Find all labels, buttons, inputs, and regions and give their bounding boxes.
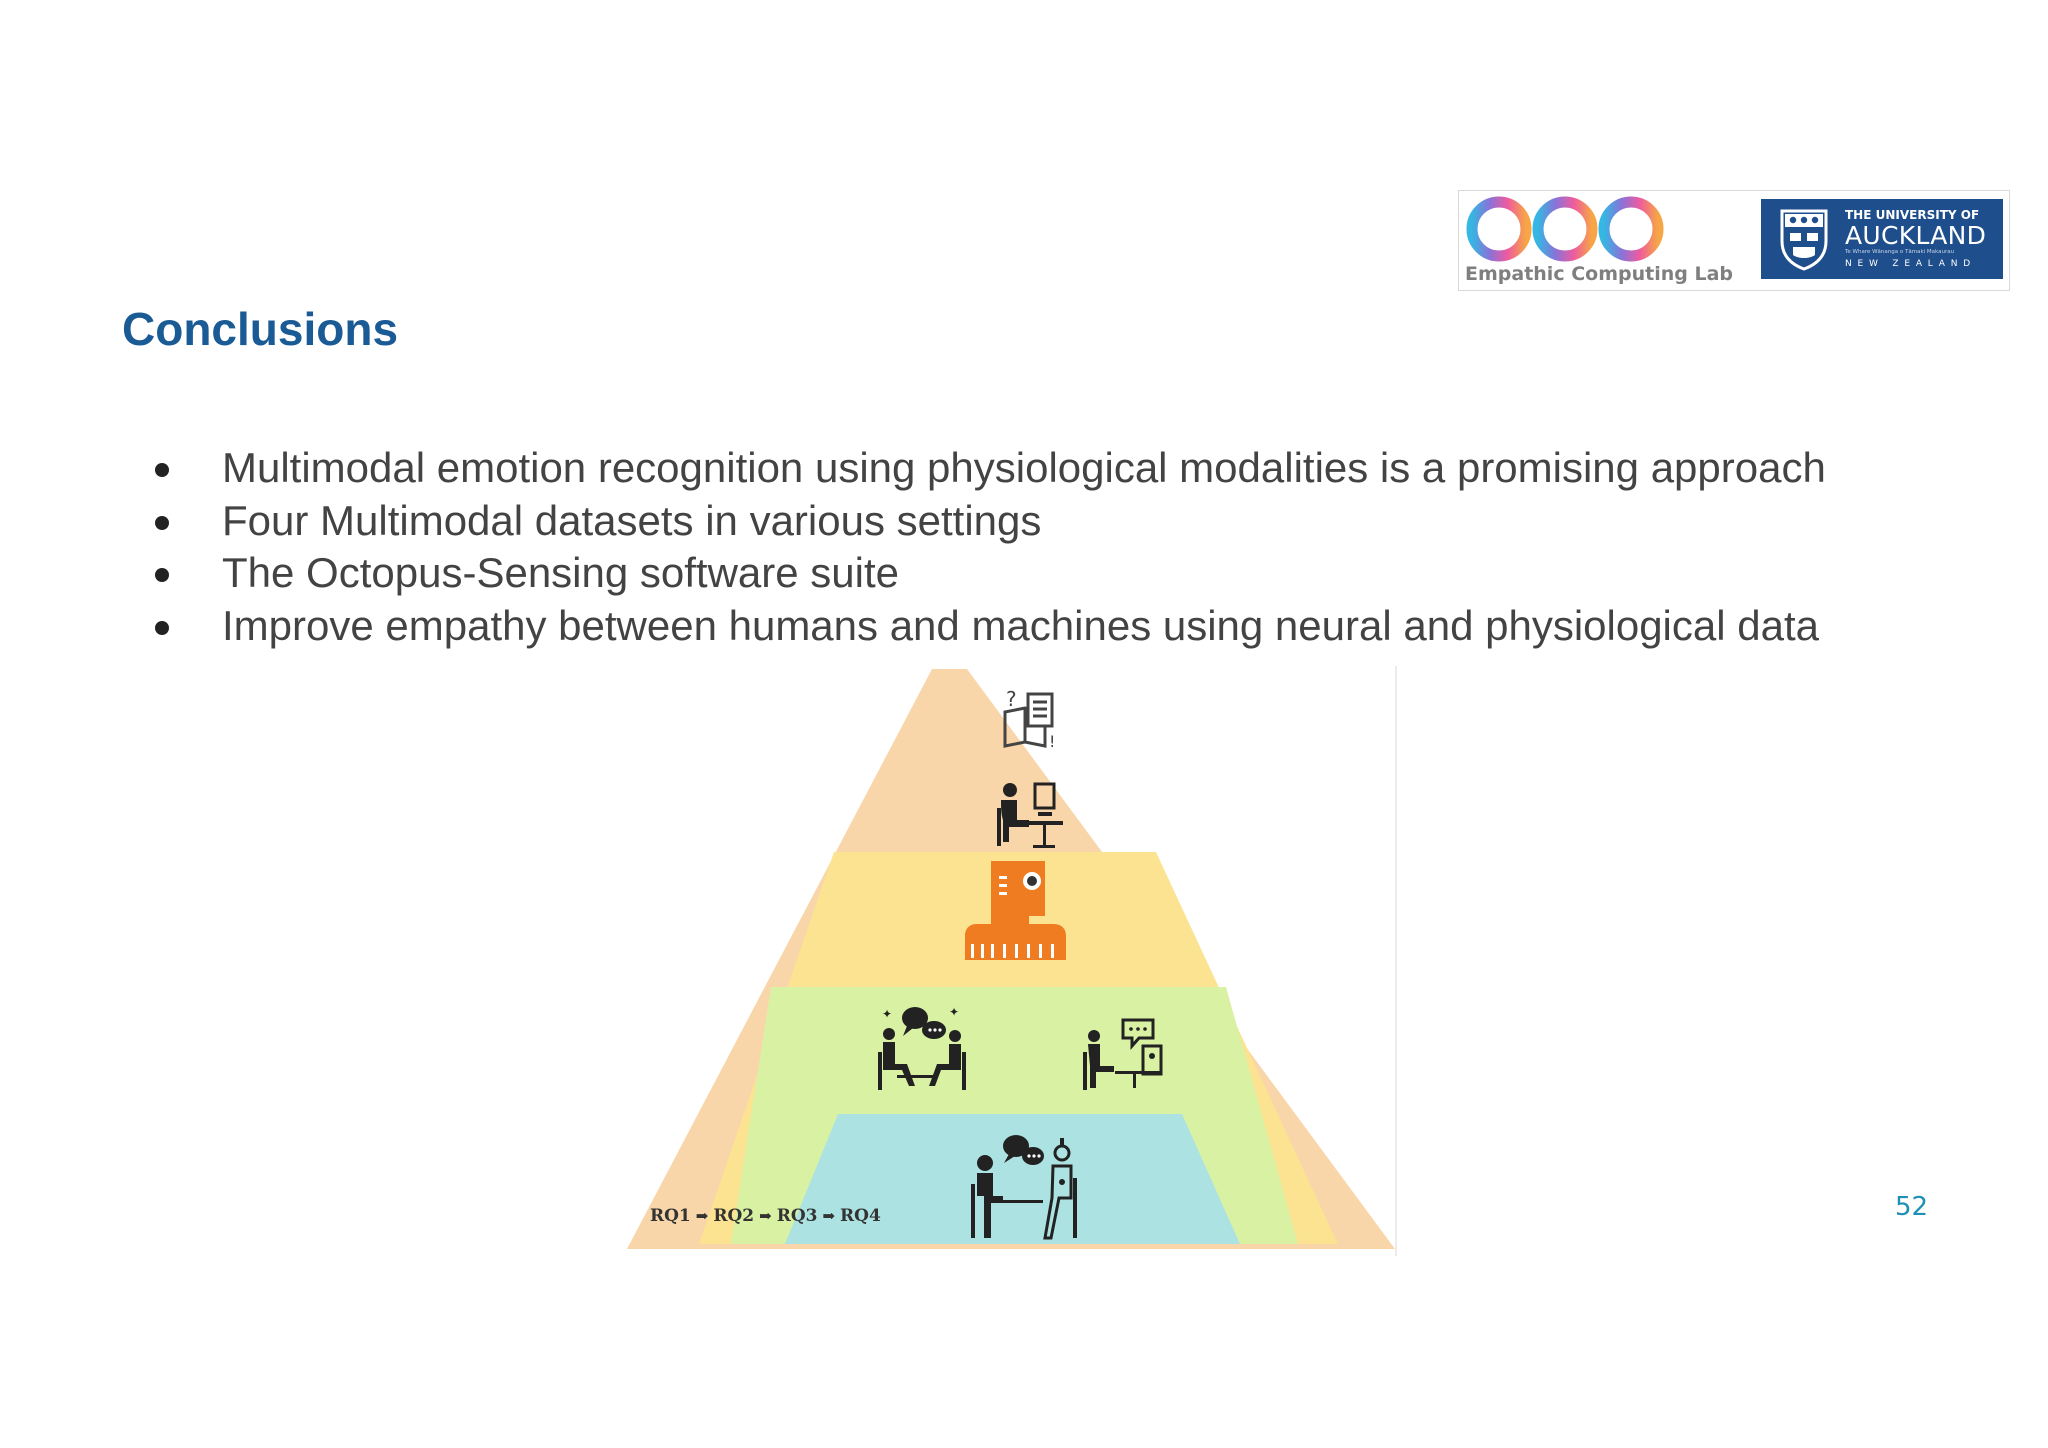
arrow-right-icon: ➡: [822, 1207, 836, 1225]
rq-label: RQ2: [713, 1206, 755, 1226]
page-number: 52: [1895, 1192, 1929, 1222]
bullet-text: Improve empathy between humans and machi…: [222, 601, 1819, 649]
bullet-text: Four Multimodal datasets in various sett…: [222, 496, 1042, 544]
logo-banner: Empathic Computing Lab THE UNIVERSITY OF…: [1458, 190, 2010, 291]
university-line1: THE UNIVERSITY OF: [1845, 208, 1980, 222]
robot-head-icon: [965, 861, 1066, 960]
arrow-right-icon: ➡: [695, 1207, 709, 1225]
empathic-computing-lab-logo: [1466, 196, 1664, 262]
university-crest-icon: [1780, 209, 1828, 271]
rq-label: RQ3: [776, 1206, 818, 1226]
university-of-auckland-logo: THE UNIVERSITY OF AUCKLAND Te Whare Wāna…: [1761, 199, 2003, 279]
rq-label: RQ4: [840, 1206, 881, 1226]
lab-name: Empathic Computing Lab: [1465, 263, 1733, 285]
svg-text:✦: ✦: [882, 1007, 892, 1021]
svg-text:?: ?: [1006, 687, 1017, 711]
arrow-right-icon: ➡: [759, 1207, 772, 1225]
university-line3: Te Whare Wānanga o Tāmaki Makaurau: [1845, 249, 1955, 255]
human-robot-conversation-icon: [971, 1135, 1077, 1240]
figure-divider: [1395, 666, 1397, 1256]
research-pyramid-figure: ? !: [627, 669, 1395, 1249]
university-line4: NEW ZEALAND: [1845, 259, 1977, 269]
bullet-dot: [155, 463, 169, 477]
bullet-text: Multimodal emotion recognition using phy…: [222, 444, 1826, 491]
university-line2: AUCKLAND: [1845, 221, 1987, 250]
svg-text:✦: ✦: [949, 1005, 959, 1019]
person-at-computer-icon: [997, 782, 1063, 848]
bullet-dot: [155, 620, 169, 635]
pyramid-layer-blue: [785, 1114, 1240, 1244]
research-question-sequence: RQ1➡RQ2➡RQ3➡RQ4: [650, 1206, 881, 1226]
rq-label: RQ1: [650, 1206, 691, 1226]
svg-text:!: !: [1049, 732, 1055, 751]
bullet-text: The Octopus-Sensing software suite: [222, 549, 900, 596]
bullet-dot: [155, 568, 169, 582]
book-question-icon: ? !: [1003, 687, 1055, 751]
group-conversation-icon: ✦ ✦: [878, 1005, 966, 1090]
person-video-call-icon: [1083, 1018, 1163, 1090]
bullet-dot: [155, 515, 169, 530]
slide-title: Conclusions: [122, 303, 399, 355]
